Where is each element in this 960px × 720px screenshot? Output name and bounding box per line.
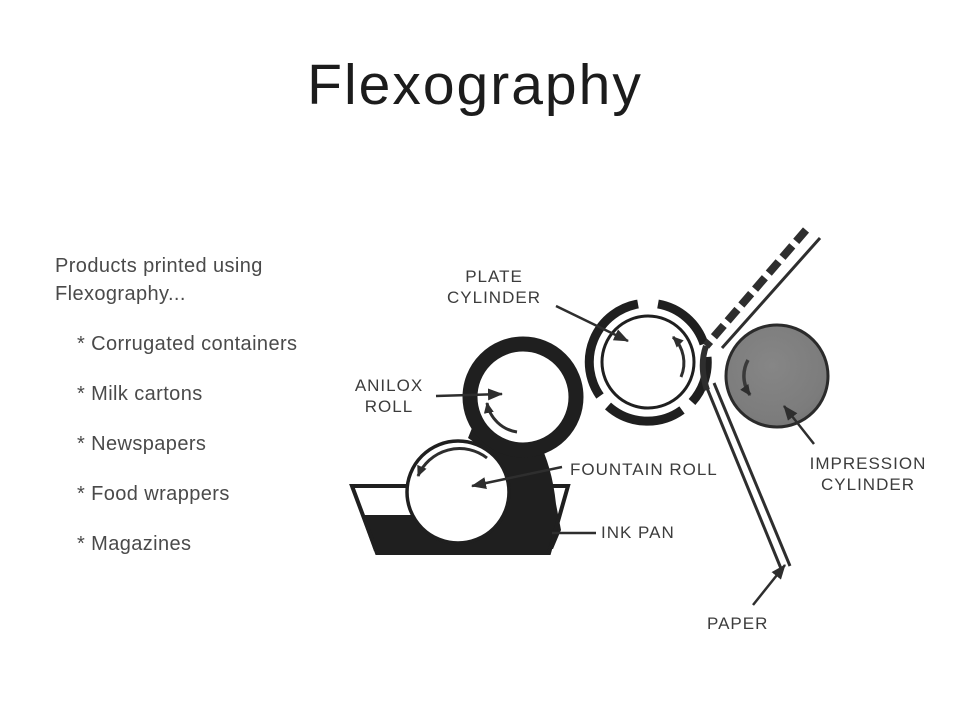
impression-cylinder-label-line1: IMPRESSION <box>809 454 927 473</box>
impression-rotation-arrow <box>740 359 752 397</box>
fountain-roll-label: FOUNTAIN ROLL <box>570 460 718 479</box>
plate-cylinder-core <box>600 314 696 410</box>
anilox-rotation-arrow <box>483 402 518 434</box>
impression-cylinder-label: IMPRESSION CYLINDER <box>806 453 930 495</box>
anilox-roll-label: ANILOX ROLL <box>337 375 441 417</box>
products-list: Products printed using Flexography... * … <box>55 252 355 558</box>
slide-title: Flexography <box>307 53 643 117</box>
paper-pointer-arrow <box>752 564 786 606</box>
plate-pointer-arrow <box>555 304 629 343</box>
fountain-rotation-arrow <box>416 447 488 477</box>
impression-pointer-arrow <box>783 405 815 445</box>
anilox-pointer-arrow <box>435 388 503 401</box>
anilox-roll-label-line1: ANILOX <box>354 376 424 395</box>
anilox-roll-label-line2: ROLL <box>364 397 414 416</box>
fountain-pointer-arrow <box>471 465 563 489</box>
fountain-roll <box>405 439 511 545</box>
paper-web <box>699 227 822 572</box>
plate-rotation-arrow <box>671 335 686 378</box>
products-intro-line1: Products printed using <box>55 255 263 277</box>
ink-pan-label: INK PAN <box>601 523 675 542</box>
impression-cylinder <box>724 323 830 429</box>
plate-cylinder-label-line2: CYLINDER <box>447 288 541 307</box>
plate-cylinder-label-line1: PLATE <box>465 267 523 286</box>
impression-cylinder-label-line2: CYLINDER <box>821 475 915 494</box>
plate-cylinder-label: PLATE CYLINDER <box>438 266 550 308</box>
product-item: * Food wrappers <box>77 483 230 505</box>
product-item: * Magazines <box>77 533 192 555</box>
products-intro-line2: Flexography... <box>55 283 186 305</box>
product-item: * Newspapers <box>77 433 207 455</box>
paper-label: PAPER <box>707 614 769 633</box>
product-item: * Milk cartons <box>77 383 203 405</box>
product-item: * Corrugated containers <box>77 333 298 355</box>
anilox-roll <box>462 336 584 458</box>
